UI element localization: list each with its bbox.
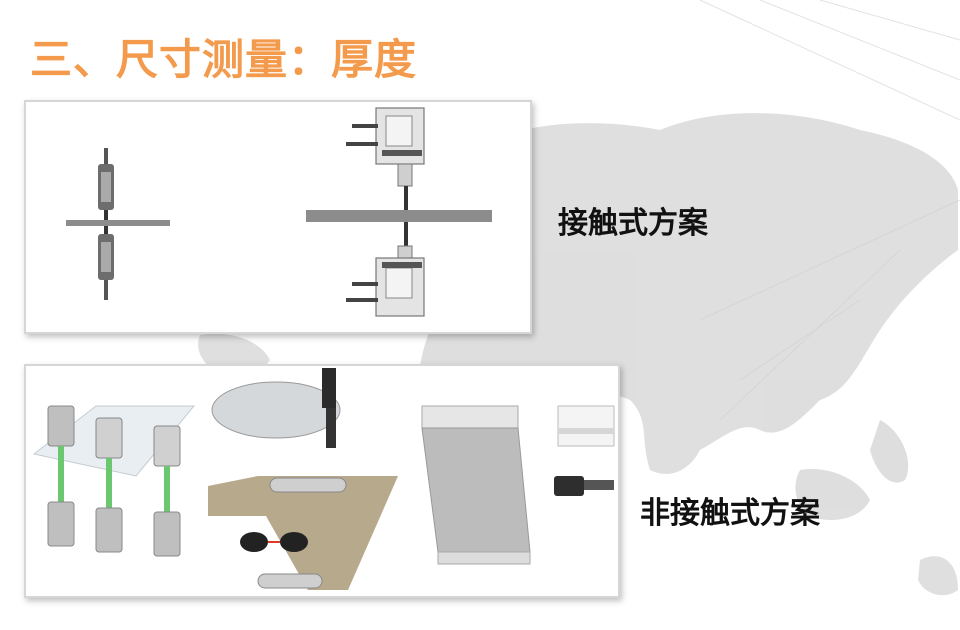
camera-sensor — [554, 476, 584, 496]
page-title: 三、尺寸测量：厚度 — [30, 35, 418, 84]
board-conveyor — [208, 476, 398, 590]
probe-upper — [98, 148, 114, 220]
probe-lower — [98, 226, 114, 300]
non-contact-solution-label: 非接触式方案 — [640, 496, 820, 531]
metal-roll — [211, 381, 341, 439]
non-contact-sensor-illustration — [32, 368, 615, 590]
gauge-lower — [346, 222, 425, 317]
contact-solution-label: 接触式方案 — [558, 206, 708, 241]
overhead-sensor — [322, 368, 336, 408]
laser-sensor-pairs — [47, 405, 181, 557]
gauge-upper — [346, 107, 425, 210]
non-contact-solution-panel — [24, 364, 620, 598]
contact-sensor-illustration — [66, 107, 492, 317]
textured-panel — [421, 427, 531, 553]
contact-solution-panel — [24, 100, 532, 334]
